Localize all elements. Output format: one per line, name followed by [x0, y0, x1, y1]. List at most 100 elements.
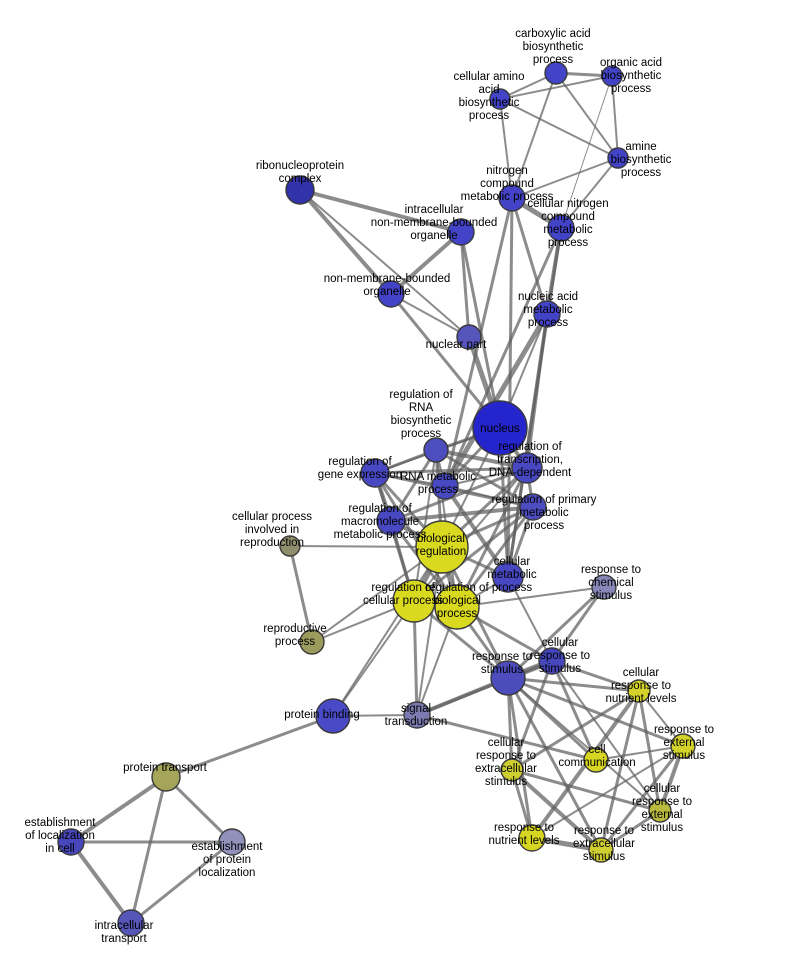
node-amine-biosynthetic-process[interactable]	[607, 147, 629, 169]
node-cell-communication[interactable]	[583, 747, 609, 773]
edge-regulation-of-primary-metabolic-process--regulation-of-cellular-process	[412, 505, 535, 603]
edge-protein-binding--regulation-of-cellular-process	[332, 600, 415, 717]
edge-intracellular-non-membrane-bounded-organelle--nuclear-part	[459, 230, 471, 339]
node-cellular-response-to-extracellular-stimulus[interactable]	[500, 758, 524, 782]
node-protein-binding[interactable]	[315, 698, 351, 734]
node-regulation-of-macromolecule-metabolic-process[interactable]	[376, 506, 406, 536]
edge-layer	[69, 71, 685, 925]
edge-response-to-external-stimulus--response-to-nutrient-levels	[531, 745, 684, 839]
edge-response-to-stimulus--cellular-response-to-nutrient-levels	[506, 676, 641, 693]
edge-cellular-response-to-nutrient-levels--response-to-extracellular-stimulus	[599, 689, 641, 852]
node-nitrogen-compound-metabolic-process[interactable]	[498, 184, 526, 212]
edge-organic-acid-biosynthetic-process--cellular-nitrogen-compound-metabolic-process	[560, 75, 613, 229]
edge-cellular-amino-acid-biosynthetic-process--amine-biosynthetic-process	[499, 98, 619, 159]
node-cellular-response-to-external-stimulus[interactable]	[648, 799, 672, 823]
edge-response-to-external-stimulus--response-to-extracellular-stimulus	[599, 744, 685, 852]
node-regulation-of-rna-biosynthetic-process[interactable]	[423, 437, 449, 463]
node-biological-regulation[interactable]	[415, 520, 469, 574]
edge-response-to-chemical-stimulus--cellular-response-to-stimulus	[550, 585, 606, 663]
edge-ribonucleoprotein-complex--nuclear-part	[299, 189, 470, 338]
node-signal-transduction[interactable]	[403, 701, 431, 729]
node-response-to-nutrient-levels[interactable]	[518, 824, 546, 852]
edge-response-to-stimulus--response-to-external-stimulus	[506, 676, 685, 748]
node-regulation-of-gene-expression[interactable]	[360, 458, 390, 488]
edge-protein-binding--protein-transport	[164, 714, 335, 779]
edge-response-to-stimulus--response-to-extracellular-stimulus	[506, 676, 603, 852]
edge-reproductive-process--biological-regulation	[311, 546, 443, 643]
edge-cellular-response-to-extracellular-stimulus--response-to-extracellular-stimulus	[510, 768, 603, 852]
node-response-to-chemical-stimulus[interactable]	[591, 574, 617, 600]
edge-regulation-of-biological-process--response-to-chemical-stimulus	[456, 586, 605, 608]
edge-cellular-amino-acid-biosynthetic-process--organic-acid-biosynthetic-process	[499, 75, 613, 100]
edge-amine-biosynthetic-process--nitrogen-compound-metabolic-process	[511, 157, 619, 199]
edge-protein-transport--establishment-of-localization-in-cell	[69, 775, 168, 844]
edge-cellular-nitrogen-compound-metabolic-process--rna-metabolic-process	[443, 226, 563, 488]
edge-response-to-chemical-stimulus--response-to-stimulus	[506, 585, 606, 680]
node-layer	[57, 61, 696, 937]
edge-regulation-of-rna-biosynthetic-process--regulation-of-cellular-process	[413, 449, 437, 602]
node-protein-transport[interactable]	[151, 762, 181, 792]
node-intracellular-transport[interactable]	[117, 909, 145, 937]
node-cellular-response-to-stimulus[interactable]	[538, 647, 566, 675]
node-regulation-of-transcription-dna-dependent[interactable]	[511, 452, 543, 484]
edge-protein-binding--biological-regulation	[332, 546, 443, 717]
edge-nitrogen-compound-metabolic-process--cellular-metabolic-process	[506, 196, 514, 579]
edge-ribonucleoprotein-complex--intracellular-non-membrane-bounded-organelle	[298, 188, 463, 234]
edge-intracellular-non-membrane-bounded-organelle--nucleus	[459, 230, 502, 430]
node-rna-metabolic-process[interactable]	[431, 472, 459, 500]
node-organic-acid-biosynthetic-process[interactable]	[601, 65, 623, 87]
edge-nucleic-acid-metabolic-process--rna-metabolic-process	[442, 311, 550, 489]
node-establishment-of-localization-in-cell[interactable]	[57, 828, 85, 856]
edge-regulation-of-gene-expression--regulation-of-biological-process	[373, 471, 459, 609]
node-cellular-metabolic-process[interactable]	[492, 561, 524, 593]
edge-cellular-amino-acid-biosynthetic-process--nitrogen-compound-metabolic-process	[499, 98, 513, 199]
edge-non-membrane-bounded-organelle--nuclear-part	[390, 293, 470, 338]
edge-ribonucleoprotein-complex--non-membrane-bounded-organelle	[298, 188, 393, 296]
edge-regulation-of-rna-biosynthetic-process--regulation-of-primary-metabolic-process	[434, 448, 535, 509]
node-reproductive-process[interactable]	[299, 629, 325, 655]
edge-non-membrane-bounded-organelle--nucleus	[389, 292, 502, 430]
edge-establishment-of-protein-localization--intracellular-transport	[129, 840, 234, 925]
node-cellular-amino-acid-biosynthetic-process[interactable]	[489, 88, 511, 110]
edge-cellular-response-to-stimulus--cell-communication	[550, 659, 598, 762]
edge-protein-transport--establishment-of-protein-localization	[164, 775, 234, 844]
edge-regulation-of-transcription-dna-dependent--regulation-of-macromolecule-metabolic-process	[389, 466, 529, 523]
edge-protein-transport--intracellular-transport	[129, 775, 168, 925]
edge-amine-biosynthetic-process--cellular-nitrogen-compound-metabolic-process	[560, 157, 619, 229]
node-cellular-process-involved-in-reproduction[interactable]	[279, 535, 301, 557]
node-regulation-of-cellular-process[interactable]	[392, 579, 436, 623]
edge-organic-acid-biosynthetic-process--amine-biosynthetic-process	[611, 75, 619, 159]
edge-biological-regulation--signal-transduction	[416, 546, 443, 716]
edge-regulation-of-transcription-dna-dependent--regulation-of-gene-expression	[373, 466, 529, 475]
node-cellular-nitrogen-compound-metabolic-process[interactable]	[547, 214, 575, 242]
node-cellular-response-to-nutrient-levels[interactable]	[627, 679, 651, 703]
edge-cellular-metabolic-process--cellular-response-to-stimulus	[507, 576, 553, 662]
node-regulation-of-primary-metabolic-process[interactable]	[519, 493, 547, 521]
edge-establishment-of-localization-in-cell--intracellular-transport	[69, 840, 133, 925]
edge-cellular-process-involved-in-reproduction--reproductive-process	[288, 544, 314, 644]
node-nucleic-acid-metabolic-process[interactable]	[533, 300, 561, 328]
edge-nitrogen-compound-metabolic-process--nucleic-acid-metabolic-process	[510, 196, 549, 316]
edge-signal-transduction--cell-communication	[415, 713, 598, 762]
edge-carboxylic-acid-biosynthetic-process--nitrogen-compound-metabolic-process	[511, 72, 557, 199]
node-regulation-of-biological-process[interactable]	[434, 584, 480, 630]
node-nucleus[interactable]	[472, 400, 528, 456]
edge-response-to-stimulus--cellular-response-to-external-stimulus	[507, 677, 661, 812]
node-intracellular-non-membrane-bounded-organelle[interactable]	[447, 218, 475, 246]
edge-regulation-of-primary-metabolic-process--regulation-of-macromolecule-metabolic-process	[389, 505, 535, 523]
node-response-to-extracellular-stimulus[interactable]	[588, 837, 614, 863]
node-response-to-external-stimulus[interactable]	[670, 733, 696, 759]
node-carboxylic-acid-biosynthetic-process[interactable]	[544, 61, 568, 85]
edge-cellular-response-to-extracellular-stimulus--cellular-response-to-external-stimulus	[510, 768, 662, 813]
node-ribonucleoprotein-complex[interactable]	[285, 175, 315, 205]
edge-rna-metabolic-process--regulation-of-primary-metabolic-process	[444, 485, 534, 508]
node-non-membrane-bounded-organelle[interactable]	[377, 280, 405, 308]
edge-intracellular-non-membrane-bounded-organelle--non-membrane-bounded-organelle	[389, 230, 463, 296]
node-nuclear-part[interactable]	[456, 324, 482, 350]
node-establishment-of-protein-localization[interactable]	[218, 828, 246, 856]
node-response-to-stimulus[interactable]	[490, 660, 526, 696]
